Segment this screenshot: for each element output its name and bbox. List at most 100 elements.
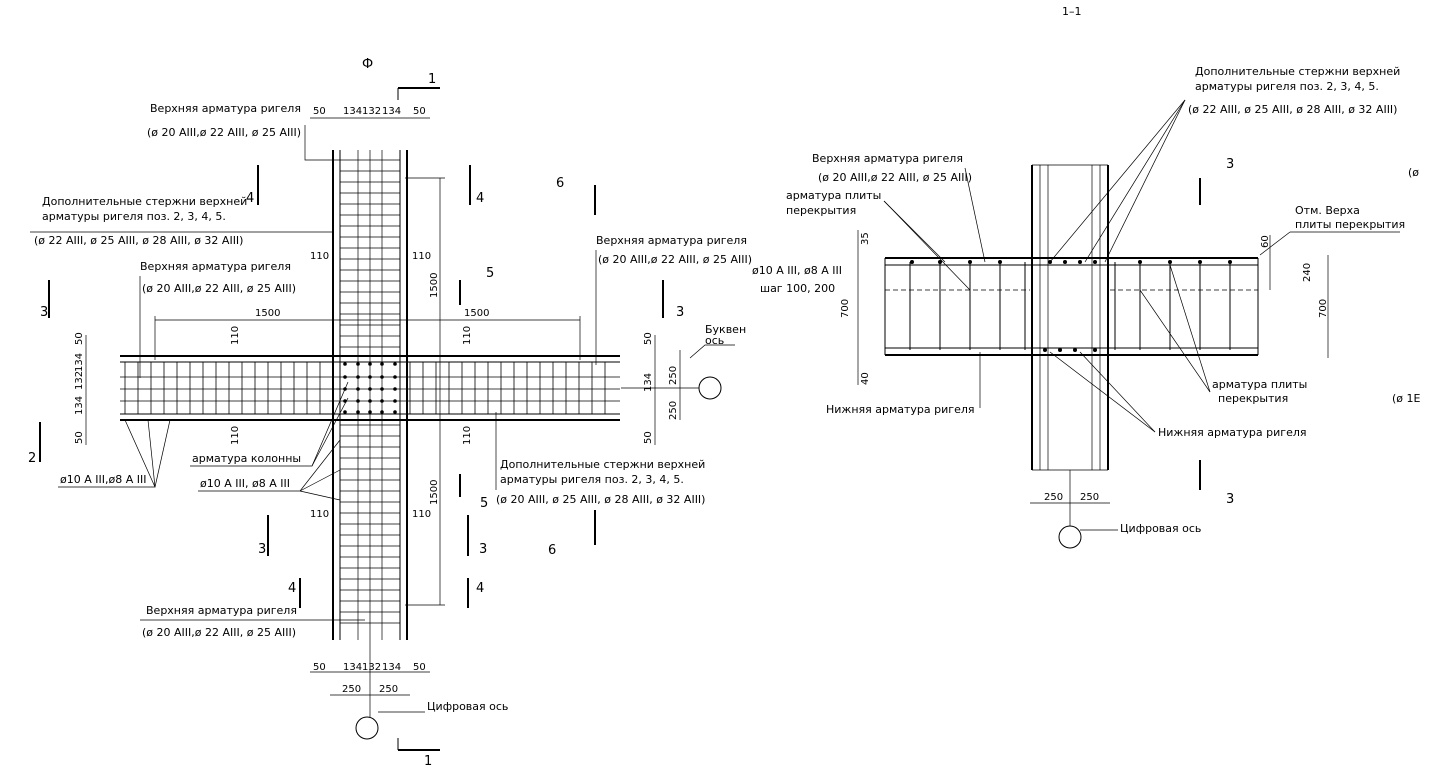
dim-110-a: 110 — [310, 251, 329, 262]
rebar-dot — [1093, 348, 1097, 352]
svg-text:3: 3 — [1226, 157, 1234, 172]
dim-top-134-left: 134 — [343, 106, 362, 117]
svg-text:4: 4 — [288, 581, 296, 596]
plan-top-rebar-label: Верхняя арматура ригеля — [150, 102, 301, 115]
plan-stirrup-label-1: ø10 A III, ø8 A III — [200, 477, 290, 490]
rebar-dot — [393, 387, 397, 391]
dim-right-250-top: 250 — [668, 366, 679, 385]
rebar-dot — [1198, 260, 1202, 264]
rebar-dot — [938, 260, 942, 264]
rebar-dot — [343, 375, 347, 379]
section-mark-3-bottom-right: 3 — [467, 515, 487, 557]
svg-text:4: 4 — [246, 191, 254, 206]
plan-letter-axis-label-1: Буквен — [705, 323, 746, 336]
rebar-dot — [1063, 260, 1067, 264]
sec-top-slab-mark-1: Отм. Верха — [1295, 204, 1360, 217]
svg-text:6: 6 — [548, 543, 556, 558]
column-bars — [343, 362, 397, 414]
rebar-dot — [968, 260, 972, 264]
svg-text:3: 3 — [479, 542, 487, 557]
svg-text:6: 6 — [556, 176, 564, 191]
dim-1500-right: 1500 — [464, 308, 489, 319]
sec-dim-35: 35 — [860, 232, 871, 245]
dim-bot-250-right: 250 — [379, 684, 398, 695]
sec-dim-240: 240 — [1302, 263, 1313, 282]
plan-extra-bars2-spec: (ø 20 AIII, ø 25 AIII, ø 28 AIII, ø 32 A… — [496, 493, 705, 506]
svg-text:3: 3 — [676, 305, 684, 320]
svg-text:3: 3 — [258, 542, 266, 557]
dim-1500-bottom: 1500 — [429, 480, 440, 505]
plan-left-top-rebar-label: Верхняя арматура ригеля — [140, 260, 291, 273]
dim-110-c: 110 — [310, 509, 329, 520]
dim-left-132: 132 — [74, 371, 85, 390]
dim-1500-left: 1500 — [255, 308, 280, 319]
sec-extra-bars-spec: (ø 22 AIII, ø 25 AIII, ø 28 AIII, ø 32 A… — [1188, 103, 1397, 116]
sec-dim-700-left: 700 — [840, 299, 851, 318]
dim-top-50-right: 50 — [413, 106, 426, 117]
plan-extra-bars2-line1: Дополнительные стержни верхней — [500, 458, 705, 471]
dim-110-f: 110 — [230, 426, 241, 445]
sec-dim-250-right: 250 — [1080, 492, 1099, 503]
rebar-dot — [1058, 348, 1062, 352]
section-mark-3-bottom-left: 3 — [258, 515, 269, 557]
sec-slab-rebar-line1: арматура плиты — [786, 189, 881, 202]
plan-extra-bars2-line2: арматуры ригеля поз. 2, 3, 4, 5. — [500, 473, 684, 486]
section-title: 1–1 — [1062, 5, 1082, 18]
section-mark-3-left: 3 — [40, 280, 50, 320]
plan-bottom-top-rebar-label: Верхняя арматура ригеля — [146, 604, 297, 617]
axis-letter-mark: Ф — [362, 57, 373, 72]
dim-110-g: 110 — [462, 326, 473, 345]
rebar-dot — [356, 362, 360, 366]
rebar-dot — [393, 375, 397, 379]
dim-bot-50-right: 50 — [413, 662, 426, 673]
plan-stirrup-label-2: ø10 A III,ø8 A III — [60, 473, 146, 486]
dim-right-134-132: 134 — [643, 373, 654, 392]
rebar-dot — [356, 375, 360, 379]
svg-text:3: 3 — [40, 305, 48, 320]
dim-right-250-bottom: 250 — [668, 401, 679, 420]
section-digit-axis-circle — [1058, 525, 1082, 549]
plan-view: 1500 1500 1500 1500 50 134 132 134 50 50… — [28, 57, 752, 769]
sec-stirrup-spec: ø10 A III, ø8 A III — [752, 264, 842, 277]
rebar-dot — [380, 399, 384, 403]
dim-top-134-right: 134 — [382, 106, 401, 117]
sec-bottom-rebar2-label: Нижняя арматура ригеля — [1158, 426, 1306, 439]
section-mark-5: 5 5 — [459, 266, 494, 511]
sec-edge-fragment-1: (ø — [1408, 166, 1419, 179]
svg-text:5: 5 — [486, 266, 494, 281]
rebar-dot — [1078, 260, 1082, 264]
svg-text:1: 1 — [428, 72, 436, 87]
rebar-dot — [380, 387, 384, 391]
plan-top-rebar-spec: (ø 20 AIII,ø 22 AIII, ø 25 AIII) — [147, 126, 301, 139]
sec-dim-250-left: 250 — [1044, 492, 1063, 503]
rebar-dot — [1138, 260, 1142, 264]
sec-edge-fragment-2: (ø 1Е — [1392, 392, 1421, 405]
rebar-dot — [368, 375, 372, 379]
dim-110-e: 110 — [230, 326, 241, 345]
dim-left-134-bottom: 134 — [74, 396, 85, 415]
rebar-dot — [356, 387, 360, 391]
dim-left-134-top: 134 — [74, 353, 85, 372]
sec-extra-bars-line1: Дополнительные стержни верхней — [1195, 65, 1400, 78]
plan-right-top-rebar-spec: (ø 20 AIII,ø 22 AIII, ø 25 AIII) — [598, 253, 752, 266]
plan-extra-bars-spec: (ø 22 AIII, ø 25 AIII, ø 28 AIII, ø 32 A… — [34, 234, 243, 247]
rebar-dot — [1168, 260, 1172, 264]
plan-digit-axis-label: Цифровая ось — [427, 700, 508, 713]
svg-text:4: 4 — [476, 581, 484, 596]
rebar-dot — [380, 362, 384, 366]
dim-top-132: 132 — [362, 106, 381, 117]
sec-slab-rebar2-line1: арматура плиты — [1212, 378, 1307, 391]
dim-left-50-bottom: 50 — [74, 431, 85, 444]
svg-text:5: 5 — [480, 496, 488, 511]
svg-text:1: 1 — [424, 754, 432, 769]
svg-text:2: 2 — [28, 451, 36, 466]
plan-left-top-rebar-spec: (ø 20 AIII,ø 22 AIII, ø 25 AIII) — [142, 282, 296, 295]
section-mark-2: 2 — [28, 422, 41, 466]
section-view: 35 700 40 60 240 700 250 250 Цифровая ос… — [752, 65, 1421, 549]
section-mark-4: 4 4 4 4 — [246, 165, 484, 608]
sec-bottom-rebar-label: Нижняя арматура ригеля — [826, 403, 974, 416]
section-mark-1-top: 1 — [397, 72, 440, 100]
plan-extra-bars-line1: Дополнительные стержни верхней — [42, 195, 247, 208]
rebar-dot — [1228, 260, 1232, 264]
svg-text:4: 4 — [476, 191, 484, 206]
